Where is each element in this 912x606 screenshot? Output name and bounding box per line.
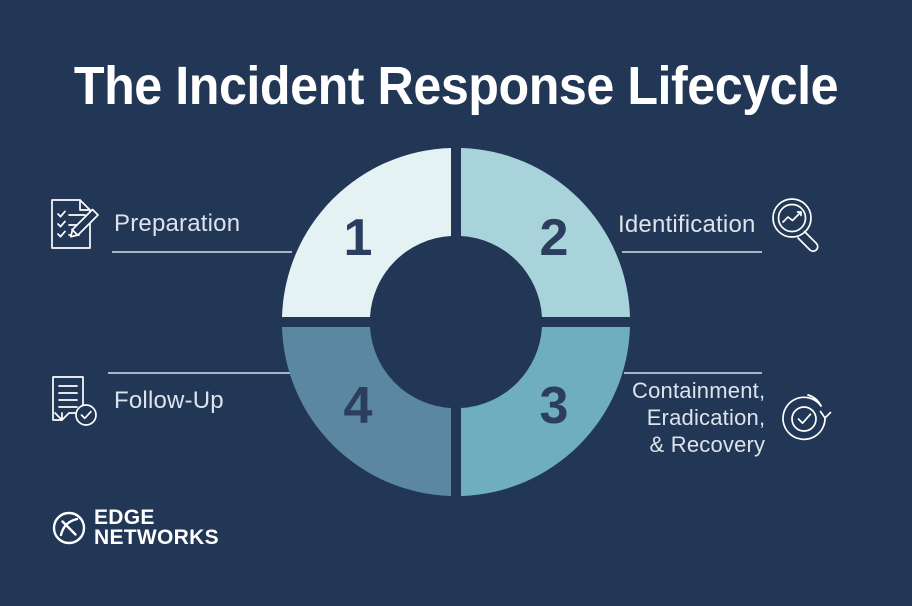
label-follow-up-text: Follow-Up [114, 386, 224, 414]
donut-segment-4[interactable] [282, 327, 451, 496]
label-containment-text: Containment, Eradication, & Recovery [632, 378, 765, 458]
donut-segment-3[interactable] [461, 327, 630, 496]
brand-name-line-2: NETWORKS [94, 525, 219, 549]
label-containment[interactable]: Containment, Eradication, & Recovery [632, 378, 835, 458]
label-containment-line-1: Containment, [632, 378, 766, 403]
donut-segment-1-number: 1 [344, 209, 373, 267]
donut-segment-2[interactable] [461, 148, 630, 317]
label-preparation-text: Preparation [114, 209, 241, 237]
connector-line-containment [624, 372, 762, 374]
connector-line-follow-up [108, 372, 294, 374]
label-identification-text: Identification [618, 210, 756, 238]
brand-logo-text: EDGE NETWORKS [94, 506, 219, 549]
label-containment-line-3: & Recovery [649, 431, 766, 457]
page-title: The Incident Response Lifecycle [73, 56, 839, 116]
donut-segment-3-number: 3 [540, 377, 569, 435]
connector-line-identification [622, 251, 762, 253]
checklist-pencil-icon [51, 199, 99, 249]
label-preparation[interactable]: Preparation [48, 196, 240, 252]
donut-svg: 1 2 3 4 [282, 148, 630, 496]
label-follow-up[interactable]: Follow-Up [48, 373, 224, 429]
donut-segment-2-number: 2 [540, 209, 569, 267]
donut-segment-4-number: 4 [344, 377, 373, 435]
edge-networks-logo-icon [52, 511, 86, 544]
magnifier-chart-icon [771, 198, 819, 253]
document-check-icon [52, 376, 97, 426]
label-identification[interactable]: Identification [618, 196, 824, 254]
brand-logo[interactable]: EDGE NETWORKS [50, 506, 219, 549]
brand-name-line-1: EDGE [94, 506, 155, 529]
donut-segment-1[interactable] [282, 148, 451, 317]
refresh-check-icon [782, 394, 832, 441]
lifecycle-donut-chart: 1 2 3 4 [272, 138, 640, 506]
label-containment-line-2: Eradication, [646, 404, 766, 430]
connector-line-preparation [112, 251, 292, 253]
